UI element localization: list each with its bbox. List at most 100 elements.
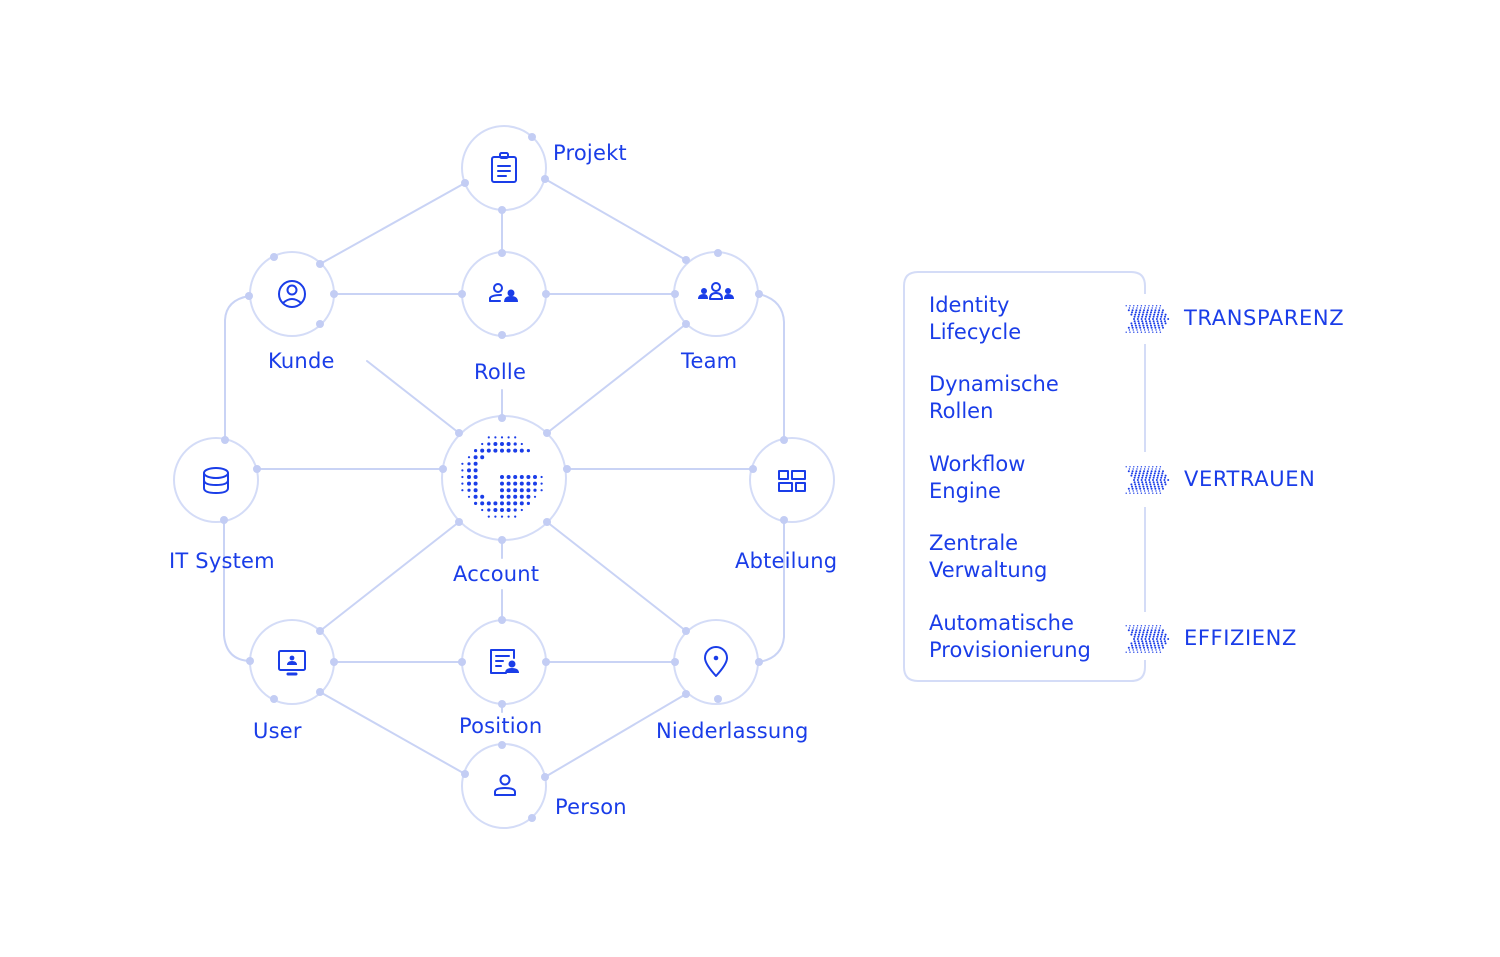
logo-dot <box>526 475 531 479</box>
chevron-dot <box>1133 640 1136 643</box>
chevron-dot <box>1145 642 1148 645</box>
chevron-dot <box>1167 638 1170 640</box>
chevron-dot <box>1153 474 1156 477</box>
chevron-dot <box>1155 307 1157 309</box>
chevron-dot <box>1143 649 1146 651</box>
map-pin-icon <box>704 646 728 677</box>
chevron-dot <box>1136 305 1139 307</box>
value-effizienz: EFFIZIENZ <box>1184 626 1297 650</box>
feature-line2: Rollen <box>929 399 994 423</box>
chevron-dot <box>1134 474 1137 477</box>
chevron-dot <box>1138 313 1140 316</box>
chevron-dot <box>1159 479 1162 481</box>
logo-dot <box>526 501 531 505</box>
chevron-dot <box>1157 644 1160 647</box>
edge-projekt-team <box>544 178 687 261</box>
logo-dot <box>487 442 491 446</box>
chevron-dot <box>1160 315 1163 318</box>
chevron-dot <box>1136 466 1139 468</box>
logo-dot <box>500 475 504 479</box>
chevron-dot <box>1155 479 1158 481</box>
chevron-dot <box>1144 492 1146 494</box>
logo-dot <box>467 468 471 473</box>
chevron-dot <box>1149 322 1152 325</box>
chevron-dot <box>1133 315 1136 318</box>
chevron-dot <box>1133 635 1136 638</box>
logo-dot <box>467 475 471 479</box>
chevron-dot <box>1152 638 1154 640</box>
chevron-dot <box>1141 640 1144 643</box>
chevron-dot <box>1150 470 1153 473</box>
connection-dot <box>528 133 536 141</box>
chevron-dot <box>1162 309 1164 312</box>
chevron-dot <box>1164 315 1166 318</box>
chevron-dot <box>1131 487 1134 490</box>
chevron-dot <box>1159 305 1162 307</box>
dotted-chevron-icon <box>1125 466 1170 494</box>
chevron-dot <box>1160 481 1163 484</box>
logo-dot <box>540 489 543 492</box>
chevron-dot <box>1125 331 1127 333</box>
chevron-dot <box>1131 326 1134 329</box>
feature-line1: Automatische <box>929 611 1074 635</box>
chevron-dot <box>1160 635 1163 638</box>
chevron-dot <box>1145 640 1147 643</box>
logo-dot <box>500 488 504 493</box>
chevron-dot <box>1140 627 1142 629</box>
node-label-niederlassung: Niederlassung <box>656 719 809 743</box>
chevron-dot <box>1144 305 1146 307</box>
logo-dot <box>533 495 537 498</box>
chevron-dot <box>1130 322 1133 325</box>
node-ring-it-system[interactable] <box>173 437 259 523</box>
chevron-dot <box>1141 481 1144 484</box>
chevron-dot <box>1147 468 1150 470</box>
chevron-dot <box>1135 487 1138 490</box>
chevron-dot <box>1143 646 1145 649</box>
chevron-dot <box>1136 627 1138 629</box>
chevron-dot <box>1152 305 1154 307</box>
chevron-dot <box>1160 642 1163 645</box>
chevron-dot <box>1130 633 1133 636</box>
chevron-dot <box>1153 485 1156 488</box>
chevron-dot <box>1158 646 1161 649</box>
chevron-dot <box>1162 470 1164 473</box>
chevron-dot <box>1150 646 1153 649</box>
grid-blocks-icon <box>778 470 806 492</box>
chevron-dot <box>1135 309 1138 312</box>
chevron-dot <box>1138 311 1141 314</box>
logo-dot <box>520 442 523 446</box>
chevron-dot <box>1155 331 1158 333</box>
chevron-dot <box>1159 466 1162 468</box>
chevron-dot <box>1147 649 1150 651</box>
chevron-dot <box>1136 625 1139 627</box>
connection-dot <box>682 320 690 328</box>
chevron-dot <box>1155 466 1158 468</box>
chevron-dot <box>1127 487 1130 490</box>
chevron-dot <box>1156 635 1159 638</box>
connection-dot <box>755 658 763 666</box>
logo-dot <box>526 488 531 493</box>
chevron-dot <box>1129 651 1131 653</box>
chevron-dot <box>1156 476 1159 479</box>
chevron-dot <box>1158 326 1161 329</box>
chevron-dot <box>1150 326 1153 329</box>
chevron-dot <box>1157 633 1159 636</box>
connection-dot <box>498 536 506 544</box>
chevron-dot <box>1150 472 1152 475</box>
chevron-dot <box>1154 470 1157 473</box>
chevron-dot <box>1133 479 1135 481</box>
feature-line2: Engine <box>929 479 1001 503</box>
connection-dot <box>541 175 549 183</box>
chevron-dot <box>1132 329 1134 331</box>
chevron-dot <box>1137 635 1140 638</box>
chevron-dot <box>1131 629 1134 632</box>
logo-dot <box>540 475 543 479</box>
connection-dot <box>714 695 722 703</box>
connection-dot <box>498 700 506 708</box>
chevron-dot <box>1148 479 1151 481</box>
logo-dot <box>506 475 511 479</box>
node-ring-abteilung[interactable] <box>749 437 835 523</box>
logo-dot <box>533 475 537 479</box>
chevron-dot <box>1125 466 1127 468</box>
chevron-dot <box>1137 315 1140 318</box>
